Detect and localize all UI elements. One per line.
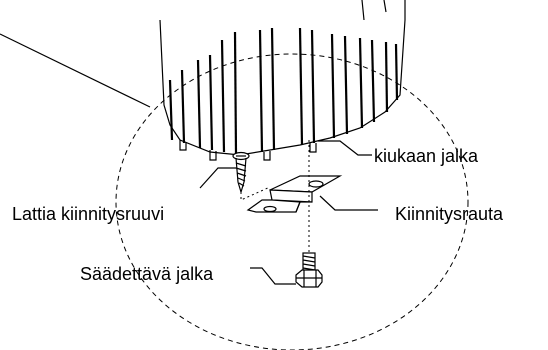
detail-leader-line <box>0 33 151 108</box>
bracket-label: Kiinnitysrauta <box>395 204 504 224</box>
bracket-leader-line <box>319 195 378 211</box>
adjustable-foot-icon <box>295 252 323 288</box>
adjustable-foot-label: Säädettävä jalka <box>80 264 214 284</box>
screw-guide-line <box>240 186 271 201</box>
floor-screw-label: Lattia kiinnitysruuvi <box>12 204 164 224</box>
leg-leader-line <box>318 140 372 156</box>
mounting-bracket-icon <box>246 175 343 213</box>
leg-label: kiukaan jalka <box>374 146 479 166</box>
floor-screw-leader-line <box>199 167 236 189</box>
heater-legs <box>159 0 406 161</box>
detail-circle <box>115 53 469 350</box>
floor-screw-icon <box>232 151 250 195</box>
adjustable-foot-leader-line <box>250 267 296 285</box>
